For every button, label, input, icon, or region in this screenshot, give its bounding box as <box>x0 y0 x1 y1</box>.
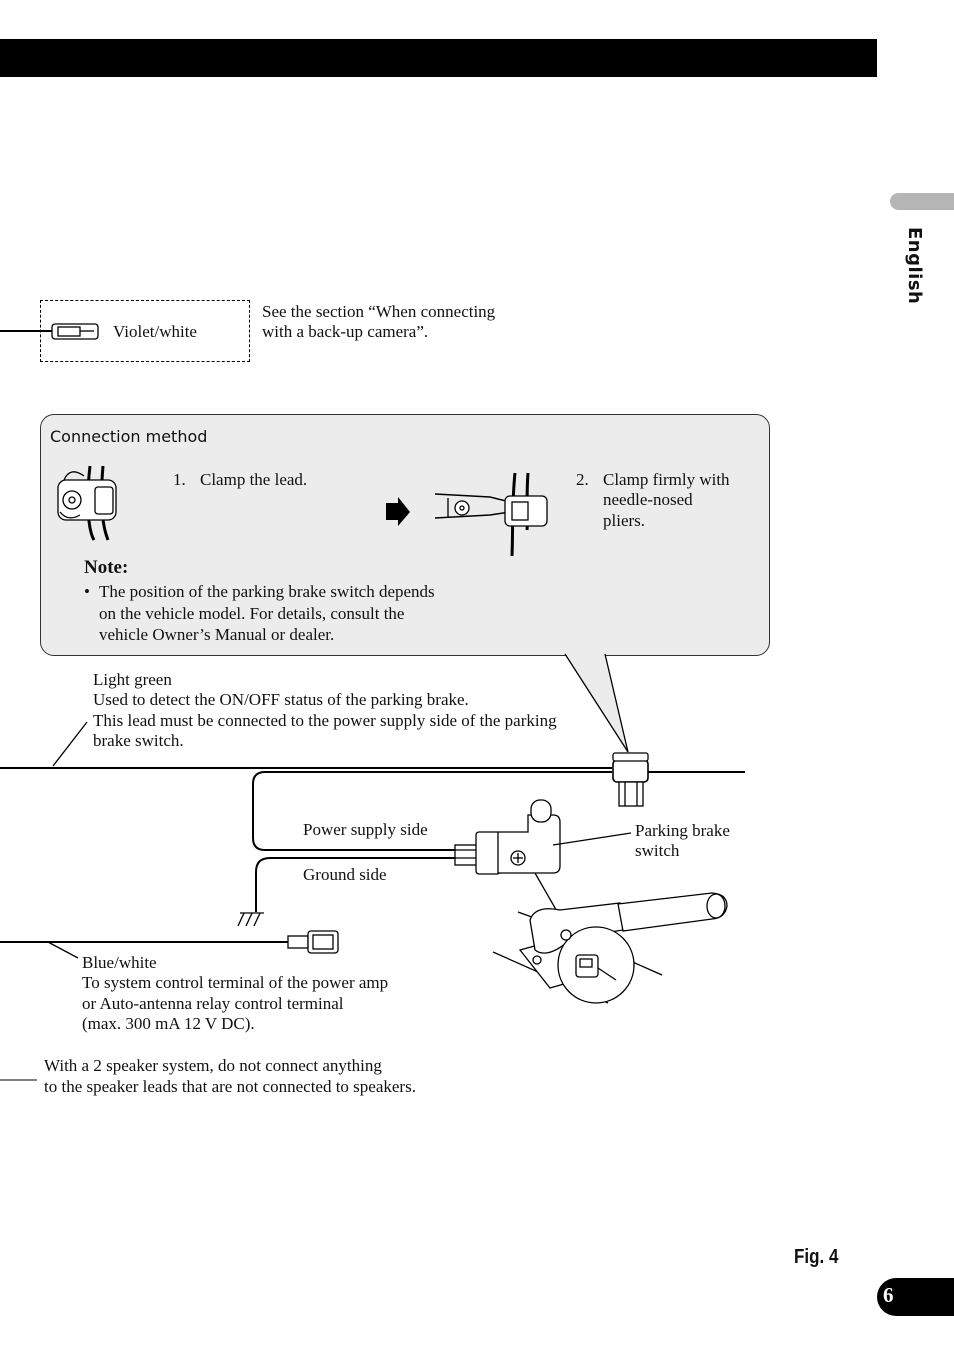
light-green-lead <box>0 721 745 773</box>
light-green-line1: Light green <box>93 670 172 689</box>
blue-white-line2: To system control terminal of the power … <box>82 973 389 992</box>
note-bullet: • <box>84 582 90 601</box>
power-supply-side-label: Power supply side <box>303 820 428 839</box>
lead-clamp-connector <box>612 752 649 807</box>
note-line3: vehicle Owner’s Manual or dealer. <box>99 625 335 644</box>
speaker-note-line1: With a 2 speaker system, do not connect … <box>44 1056 382 1075</box>
step1-text: Clamp the lead. <box>200 470 308 489</box>
note-line2: on the vehicle model. For details, consu… <box>99 604 405 623</box>
light-green-line3: This lead must be connected to the power… <box>93 711 557 730</box>
step2-line1: Clamp firmly with <box>603 470 730 489</box>
blue-white-lead <box>0 930 339 959</box>
violet-note-line2: with a back-up camera”. <box>262 322 429 341</box>
ground-side-label: Ground side <box>303 865 387 884</box>
violet-lead-label: Violet/white <box>113 322 197 341</box>
parking-brake-switch-label-line1: Parking brake <box>635 821 730 840</box>
connection-method-title: Connection method <box>50 427 208 446</box>
language-tab-marker <box>890 193 954 210</box>
blue-white-line3: or Auto-antenna relay control terminal <box>82 994 344 1013</box>
pliers-illustration <box>434 472 548 557</box>
header-bar <box>0 39 877 77</box>
parking-brake-switch-illustration <box>454 799 632 949</box>
violet-lead <box>0 323 99 340</box>
note-heading: Note: <box>84 557 129 578</box>
light-green-line2: Used to detect the ON/OFF status of the … <box>93 690 469 709</box>
speaker-note-line2: to the speaker leads that are not connec… <box>44 1077 416 1096</box>
connection-method-panel <box>40 414 770 656</box>
handbrake-lever-illustration <box>492 892 728 1004</box>
blue-white-line1: Blue/white <box>82 953 157 972</box>
page-number: 6 <box>883 1283 894 1307</box>
light-green-line4: brake switch. <box>93 731 184 750</box>
step1-number: 1. <box>173 470 186 489</box>
figure-label: Fig. 4 <box>794 1246 839 1268</box>
violet-note-line1: See the section “When connecting <box>262 302 496 321</box>
step2-line3: pliers. <box>603 511 646 530</box>
clamp-lead-illustration <box>57 465 117 541</box>
parking-brake-switch-label-line2: switch <box>635 841 680 860</box>
page-number-tab <box>877 1278 954 1316</box>
panel-callout-pointer <box>564 653 629 753</box>
step2-line2: needle-nosed <box>603 490 693 509</box>
step2-number: 2. <box>576 470 589 489</box>
note-line1: The position of the parking brake switch… <box>99 582 435 601</box>
step-arrow <box>386 497 410 526</box>
switch-branch-wires <box>237 771 612 927</box>
blue-white-line4: (max. 300 mA 12 V DC). <box>82 1014 255 1033</box>
